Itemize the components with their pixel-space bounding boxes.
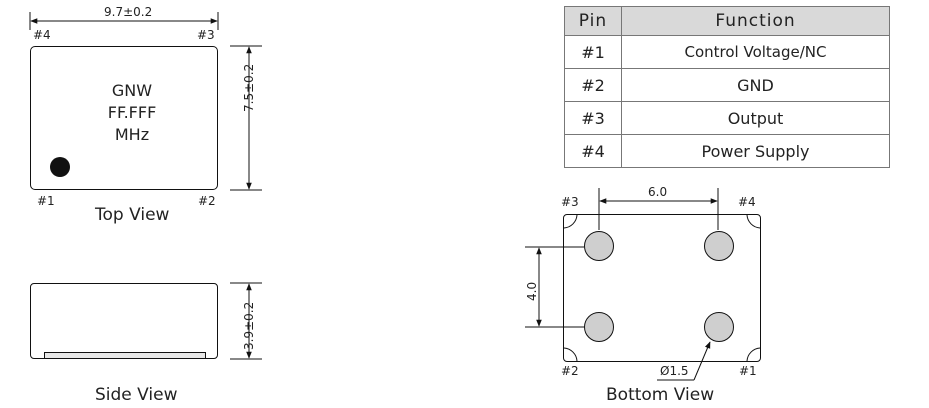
row-function: GND: [621, 68, 890, 102]
row-pin: #4: [564, 134, 622, 168]
bottom-pin3-label: #3: [561, 195, 579, 209]
bottom-pin2-label: #2: [561, 364, 579, 378]
top-width-label: 9.7±0.2: [104, 5, 153, 19]
pad-diameter-label: Ø1.5: [660, 364, 689, 378]
row-function: Output: [621, 101, 890, 135]
pad-3: [584, 231, 614, 261]
top-view-package: [30, 46, 218, 190]
side-view-base: [44, 352, 206, 359]
marking-line-2: FF.FFF: [107, 103, 157, 122]
side-height-dimension: [230, 282, 262, 360]
bottom-pin4-label: #4: [738, 195, 756, 209]
package-marking: GNW FF.FFF MHz: [80, 80, 184, 146]
row-pin: #3: [564, 101, 622, 135]
pad-spacing-x-label: 6.0: [648, 185, 668, 199]
table-row: #3 Output: [564, 101, 890, 135]
pad-1: [704, 312, 734, 342]
top-width-dimension: [29, 12, 219, 30]
table-row: #2 GND: [564, 68, 890, 102]
row-pin: #2: [564, 68, 622, 102]
bottom-pin1-label: #1: [739, 364, 757, 378]
row-function: Power Supply: [621, 134, 890, 168]
row-pin: #1: [564, 35, 622, 69]
top-pin4-label: #4: [33, 28, 51, 42]
bottom-view-package: [563, 214, 761, 362]
header-pin: Pin: [564, 6, 622, 36]
row-function: Control Voltage/NC: [621, 35, 890, 69]
top-pin2-label: #2: [198, 194, 216, 208]
marking-line-3: MHz: [114, 125, 150, 144]
pad-4: [704, 231, 734, 261]
side-view-caption: Side View: [95, 385, 178, 405]
top-view-caption: Top View: [95, 205, 170, 225]
pad-2: [584, 312, 614, 342]
marking-line-1: GNW: [111, 81, 153, 100]
bottom-view-caption: Bottom View: [606, 385, 715, 405]
top-pin3-label: #3: [197, 28, 215, 42]
top-pin1-label: #1: [37, 194, 55, 208]
header-function: Function: [621, 6, 890, 36]
pin1-indicator-dot: [50, 157, 70, 177]
top-height-label: 7.5±0.2: [242, 63, 256, 112]
pad-spacing-y-label: 4.0: [525, 281, 539, 301]
pad-spacing-y-dimension: [525, 246, 584, 328]
pad-spacing-x-dimension: [598, 188, 719, 230]
side-height-label: 3.9±0.2: [242, 301, 256, 350]
top-height-dimension: [230, 45, 262, 191]
table-row: #4 Power Supply: [564, 134, 890, 168]
table-header-row: Pin Function: [564, 6, 890, 36]
pin-function-table: Pin Function #1 Control Voltage/NC #2 GN…: [564, 6, 890, 168]
side-view-package: [30, 283, 218, 359]
table-row: #1 Control Voltage/NC: [564, 35, 890, 69]
corner-notches: [563, 214, 761, 362]
